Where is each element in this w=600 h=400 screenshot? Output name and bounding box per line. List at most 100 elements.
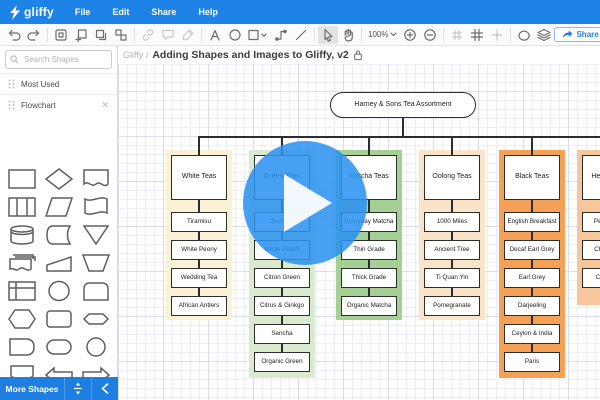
grid-large-icon[interactable]	[467, 26, 487, 44]
section-label: Flowchart	[21, 100, 56, 110]
close-icon[interactable]: ✕	[101, 99, 109, 110]
more-shapes-button[interactable]: More Shapes	[5, 383, 59, 394]
node-item[interactable]: Paris	[504, 352, 560, 372]
shape-rectangle[interactable]	[5, 168, 39, 190]
shape-parallelogram[interactable]	[42, 196, 76, 218]
node-item[interactable]: Sencha	[254, 324, 310, 344]
shape-circle[interactable]	[79, 336, 113, 358]
shape-delay[interactable]	[5, 336, 39, 358]
zoom-out-icon[interactable]	[420, 26, 440, 44]
toolbar: 100% Share	[0, 24, 600, 46]
document-title[interactable]: Adding Shapes and Images to Gliffy, v2	[152, 49, 349, 61]
menu-edit[interactable]: Edit	[112, 7, 130, 17]
node-header[interactable]: White Teas	[171, 155, 227, 200]
zoom-level-select[interactable]: 100%	[365, 30, 400, 39]
shape-rounded-rectangle[interactable]	[42, 308, 76, 330]
breadcrumb[interactable]: Gliffy /	[123, 50, 149, 60]
shape-flag[interactable]	[79, 196, 113, 218]
node-item[interactable]: White Peony	[171, 240, 227, 260]
menubar: gliffy File Edit Share Help	[0, 0, 600, 24]
section-most-used[interactable]: Most Used	[0, 73, 117, 94]
pan-tool-icon[interactable]	[338, 26, 358, 44]
search-shapes-box[interactable]	[5, 50, 112, 69]
shape-database[interactable]	[5, 224, 39, 246]
node-item[interactable]: English Breakfast	[504, 212, 560, 232]
node-item[interactable]: Organic Green	[254, 352, 310, 372]
lock-icon	[353, 50, 362, 61]
comment-icon[interactable]	[158, 26, 178, 44]
share-button[interactable]: Share	[554, 27, 600, 42]
format-painter-icon[interactable]	[178, 26, 198, 44]
duplicate-icon[interactable]	[91, 26, 111, 44]
shape-predefined-process[interactable]	[5, 196, 39, 218]
shape-ellipse[interactable]	[42, 280, 76, 302]
grid-icon[interactable]	[447, 26, 467, 44]
pointer-tool-icon[interactable]	[318, 25, 338, 44]
more-shapes-bar: More Shapes	[0, 377, 118, 400]
node-item[interactable]: Thick Grade	[341, 268, 397, 288]
node-header[interactable]: Oolong Teas	[424, 155, 480, 200]
node-item[interactable]: Pomegranate	[424, 296, 480, 316]
shape-tool-icon[interactable]	[245, 26, 271, 44]
shape-preparation[interactable]	[79, 308, 113, 330]
menu-file[interactable]: File	[74, 7, 91, 17]
node-item[interactable]: Peppermint	[582, 212, 600, 232]
node-item[interactable]: Darjeeling	[504, 296, 560, 316]
node-item[interactable]: Ti Quan Yin	[424, 268, 480, 288]
node-item[interactable]: Ceylon & India	[504, 324, 560, 344]
node-item[interactable]: Cinnamon	[582, 268, 600, 288]
node-item[interactable]: Tiramisu	[171, 212, 227, 232]
section-flowchart[interactable]: Flowchart ✕	[0, 94, 117, 115]
node-item[interactable]: 1000 Miles	[424, 212, 480, 232]
node-item[interactable]: African Antlers	[171, 296, 227, 316]
connector-root-stem	[402, 118, 404, 137]
search-shapes-input[interactable]	[22, 54, 106, 65]
node-item[interactable]: Chamomile	[582, 240, 600, 260]
node-header[interactable]: Herbal Teas	[582, 155, 600, 200]
shape-terminator[interactable]	[42, 336, 76, 358]
shape-stored-data[interactable]	[42, 224, 76, 246]
shape-trapezoid[interactable]	[79, 252, 113, 274]
new-version-icon[interactable]	[51, 26, 71, 44]
shape-merge-triangle[interactable]	[79, 224, 113, 246]
play-triangle-icon	[284, 174, 332, 232]
node-item[interactable]: Citrus & Ginkgo	[254, 296, 310, 316]
snap-icon[interactable]	[487, 26, 507, 44]
undo-icon[interactable]	[4, 26, 24, 44]
connector-tool-icon[interactable]	[271, 26, 291, 44]
search-icon	[10, 55, 19, 64]
node-item[interactable]: Decaf Earl Grey	[504, 240, 560, 260]
node-item[interactable]: Wedding Tea	[171, 268, 227, 288]
node-item[interactable]: Citron Green	[254, 268, 310, 288]
shape-card[interactable]	[79, 280, 113, 302]
zoom-in-icon[interactable]	[400, 26, 420, 44]
node-item[interactable]: Organic Matcha	[341, 296, 397, 316]
node-item[interactable]: Ancient Tree	[424, 240, 480, 260]
collapse-panel-icon[interactable]	[92, 377, 118, 400]
gliffy-logo[interactable]: gliffy	[0, 4, 64, 20]
menu-share[interactable]: Share	[151, 7, 177, 17]
redo-icon[interactable]	[24, 26, 44, 44]
node-item[interactable]: Earl Grey	[504, 268, 560, 288]
shape-hexagon[interactable]	[5, 308, 39, 330]
shape-internal-storage[interactable]	[5, 280, 39, 302]
text-tool-icon[interactable]	[205, 26, 225, 44]
node-header[interactable]: Black Teas	[504, 155, 560, 200]
copy-icon[interactable]	[71, 26, 91, 44]
menu-help[interactable]: Help	[198, 7, 218, 17]
node-root[interactable]: Harney & Sons Tea Assortment	[330, 92, 476, 118]
shape-manual-operation[interactable]	[42, 252, 76, 274]
layers-icon[interactable]	[534, 26, 554, 44]
logo-text: gliffy	[24, 5, 54, 19]
link-icon[interactable]	[138, 26, 158, 44]
shape-multiple-documents[interactable]	[5, 252, 39, 274]
theme-icon[interactable]	[514, 26, 534, 44]
line-tool-icon[interactable]	[291, 26, 311, 44]
shape-document[interactable]	[79, 168, 113, 190]
group-icon[interactable]	[111, 26, 131, 44]
ellipse-tool-icon[interactable]	[225, 26, 245, 44]
shape-library-panel: Most Used Flowchart ✕	[0, 46, 118, 400]
collapse-sections-icon[interactable]	[65, 377, 91, 400]
chevron-down-icon	[390, 32, 398, 37]
shape-diamond[interactable]	[42, 168, 76, 190]
